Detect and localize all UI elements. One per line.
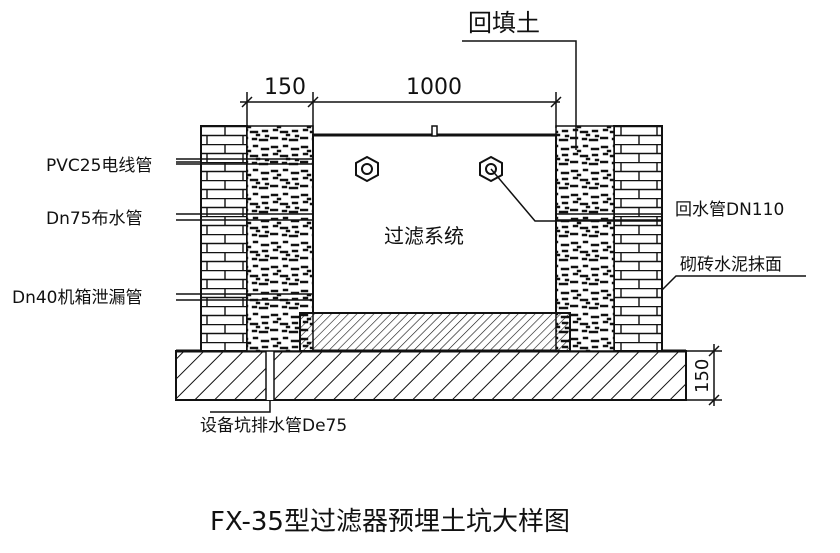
- dn75-pipe: [176, 213, 313, 221]
- brick-wall-right: [613, 125, 663, 352]
- dim-150-side-label: 150: [692, 359, 713, 393]
- dn75-label: Dn75布水管: [46, 209, 143, 229]
- dim-150-top-label: 150: [264, 75, 306, 100]
- dn40-label: Dn40机箱泄漏管: [12, 288, 143, 308]
- brick-leader: [661, 275, 806, 291]
- filter-pad: [299, 312, 571, 352]
- return-label: 回水管DN110: [675, 200, 784, 220]
- pvc-label: PVC25电线管: [46, 156, 152, 176]
- backfill-leader: [462, 40, 577, 150]
- dn40-pipe: [176, 293, 313, 301]
- backfill-label: 回填土: [468, 9, 540, 37]
- dim-1000-label: 1000: [406, 75, 462, 100]
- center-label: 过滤系统: [384, 224, 464, 248]
- return-leader: [490, 168, 662, 222]
- drain-pipe: [266, 351, 274, 400]
- dimension-top: [240, 92, 562, 135]
- pvc-pipe: [176, 158, 313, 165]
- drain-leader: [210, 400, 271, 413]
- filter-box: [312, 134, 557, 314]
- hex-nut-left-icon: [355, 155, 379, 183]
- base-slab: [175, 350, 687, 401]
- diagram-title: FX-35型过滤器预埋土坑大样图: [210, 507, 570, 537]
- brick-label: 砌砖水泥抹面: [680, 255, 782, 275]
- dimension-side: [686, 344, 722, 406]
- drain-label: 设备坑排水管De75: [200, 416, 347, 436]
- return-pipe: [556, 213, 662, 221]
